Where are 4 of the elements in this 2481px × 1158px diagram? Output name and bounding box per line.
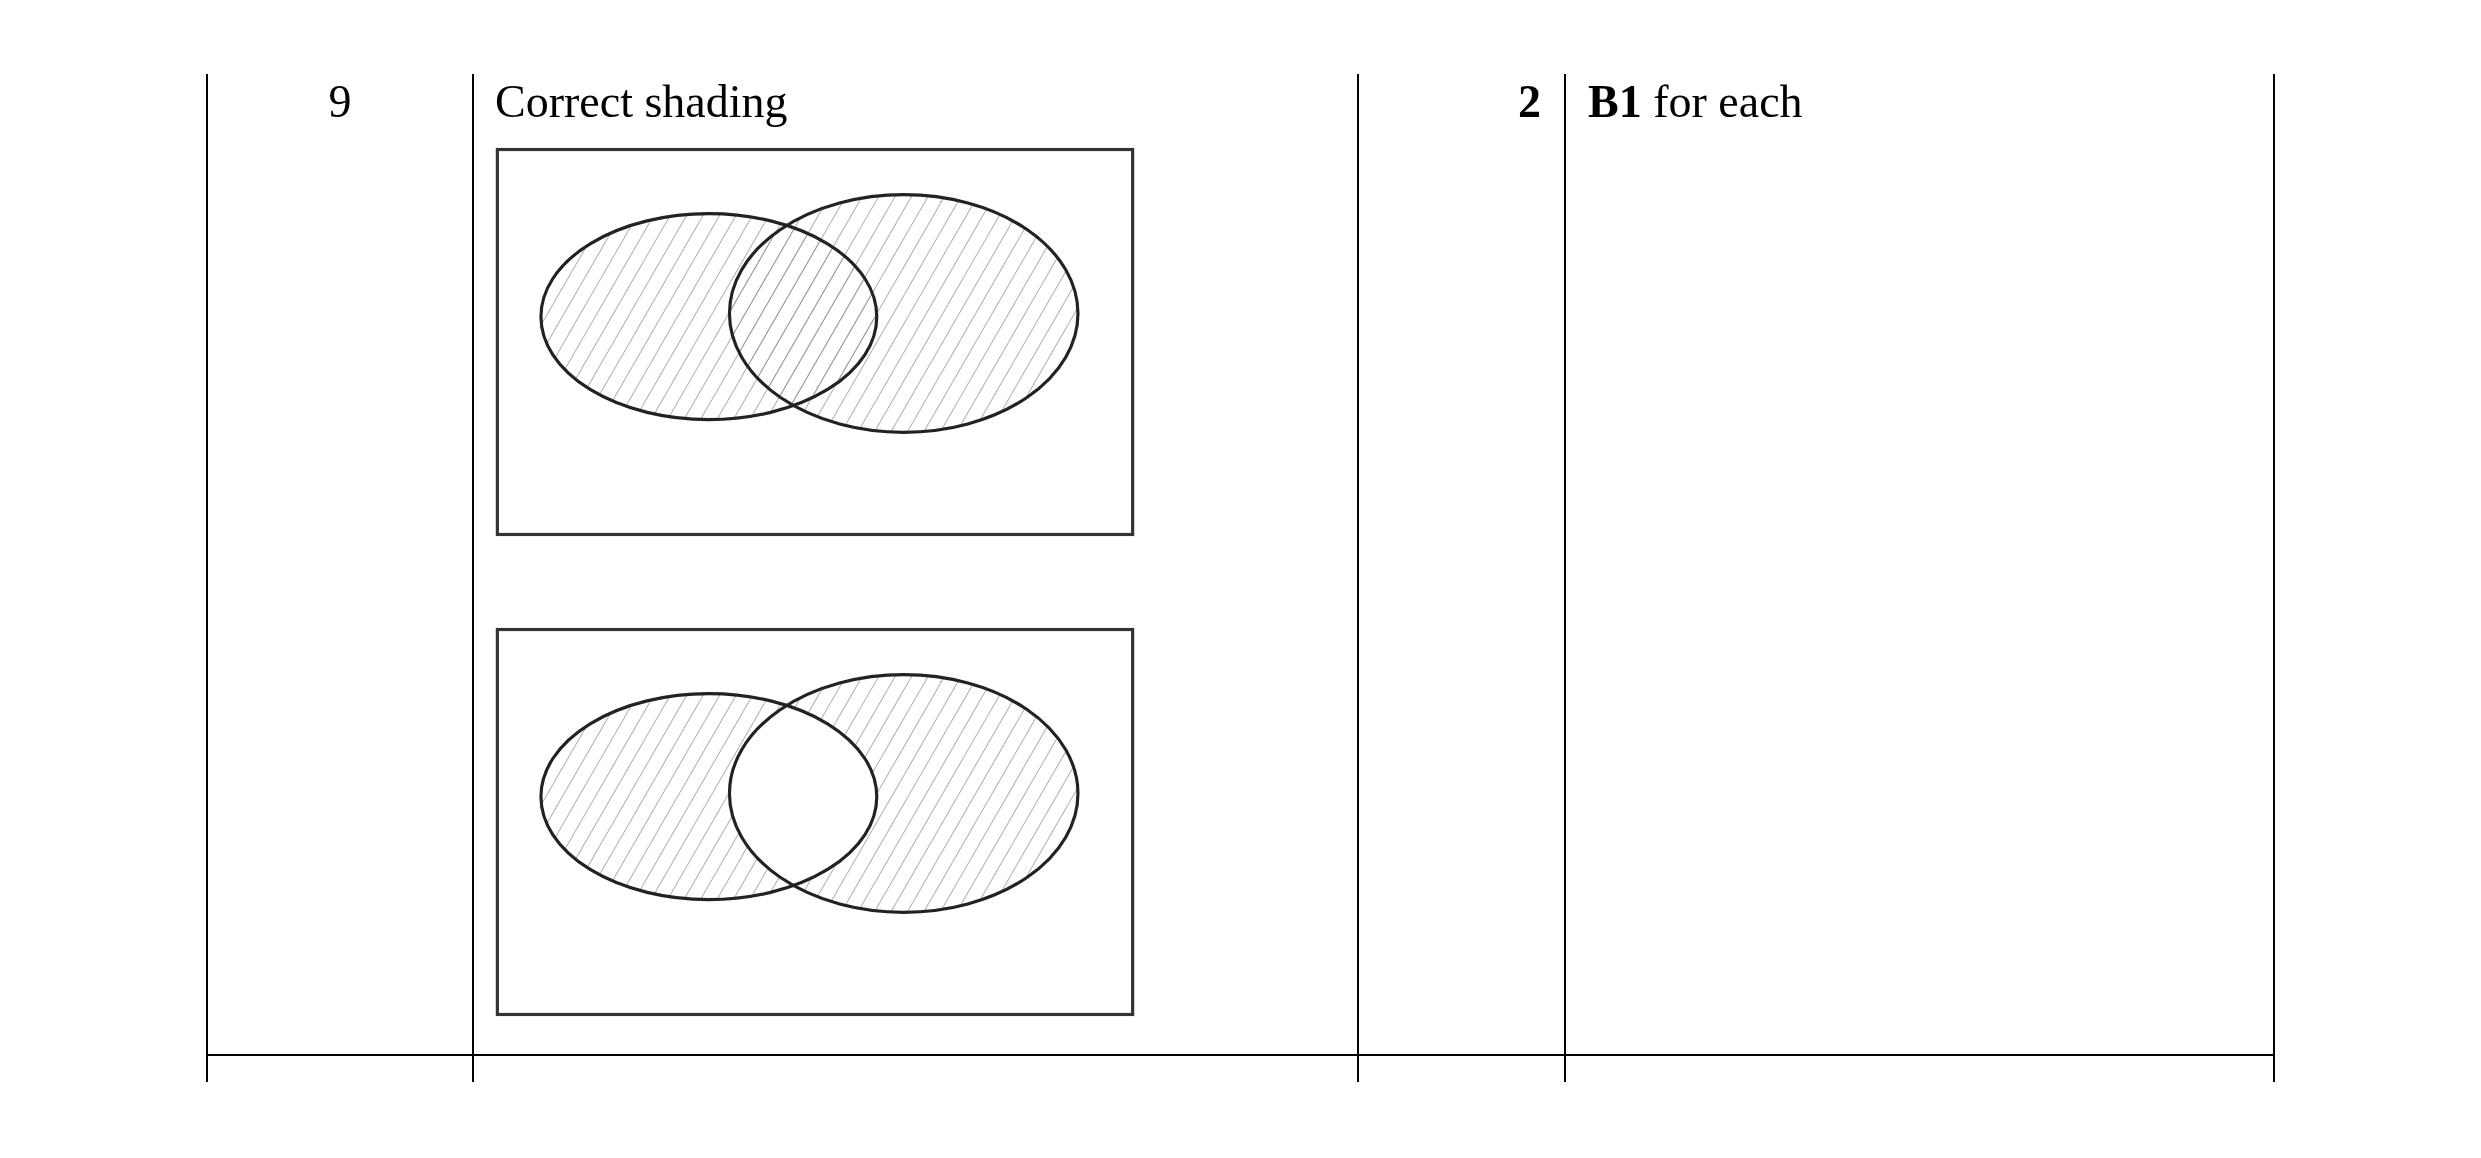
answer-text: Correct shading: [495, 76, 788, 129]
mark-scheme-note: B1 for each: [1588, 76, 1803, 129]
mark-value: 2: [1518, 76, 1541, 129]
question-number: 9: [328, 76, 352, 129]
